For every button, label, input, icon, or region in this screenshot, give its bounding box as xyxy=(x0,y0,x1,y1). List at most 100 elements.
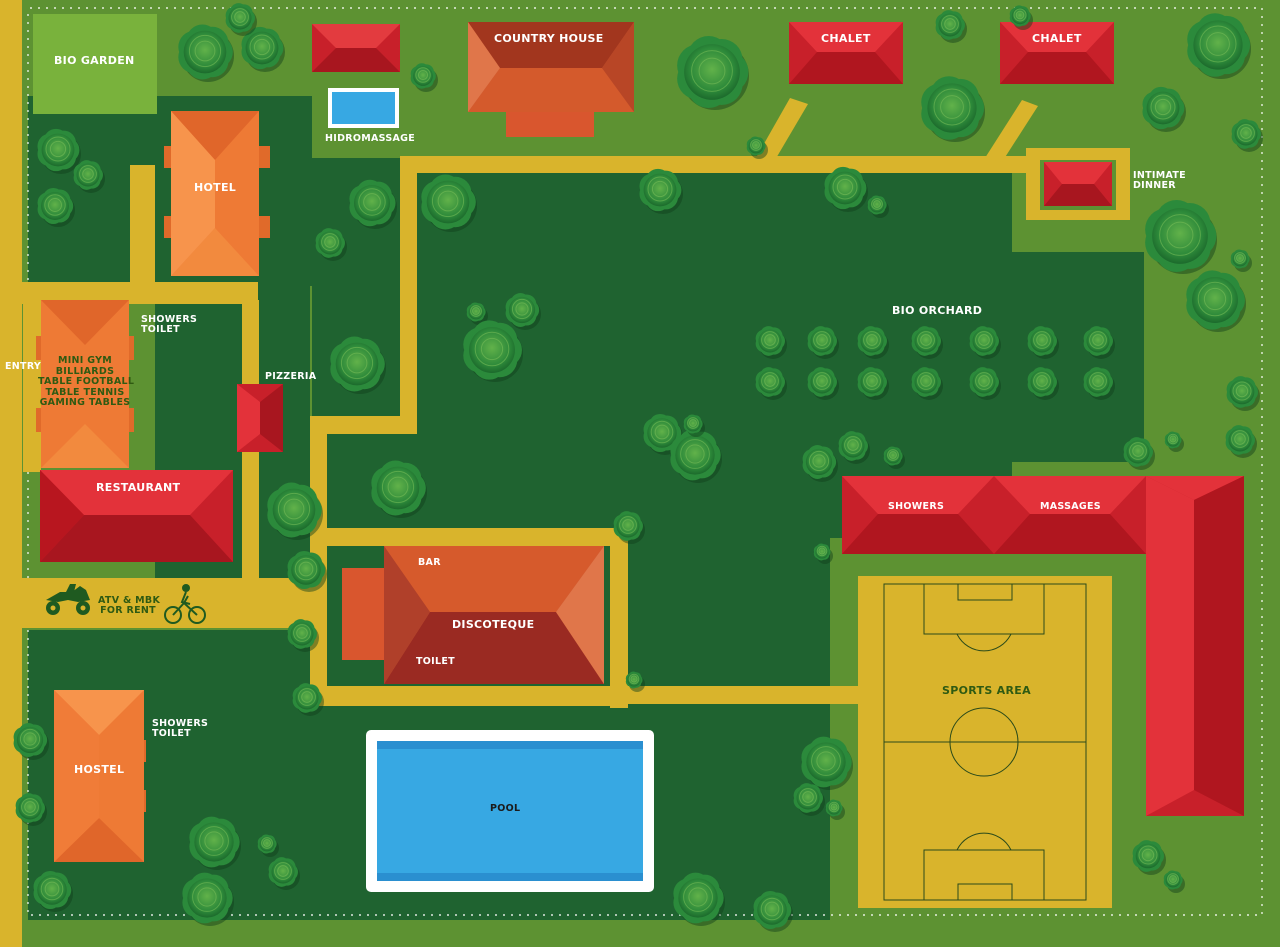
tree xyxy=(911,367,943,400)
tree xyxy=(15,793,47,826)
tree xyxy=(1186,270,1246,332)
atv-quad-icon xyxy=(46,584,90,615)
tree xyxy=(921,76,985,142)
tree xyxy=(857,326,889,359)
label-sports-area: SPORTS AREA xyxy=(942,684,1031,697)
tree xyxy=(813,543,833,564)
tree xyxy=(505,293,541,330)
tree xyxy=(1027,326,1059,359)
label-hostel: HOSTEL xyxy=(74,763,125,776)
tree xyxy=(267,482,323,540)
label-toilet: TOILET xyxy=(416,656,455,667)
tree xyxy=(410,63,438,92)
hostel-building xyxy=(54,690,146,862)
trees xyxy=(13,3,1263,932)
tree xyxy=(883,446,905,469)
tree xyxy=(838,431,870,464)
tree xyxy=(189,816,241,870)
tree xyxy=(463,320,523,382)
storage-building xyxy=(312,24,400,72)
label-bio-orchard: BIO ORCHARD xyxy=(892,304,983,317)
bio-garden-plot xyxy=(33,14,157,114)
tree xyxy=(1226,376,1260,411)
tree xyxy=(33,870,73,912)
tree xyxy=(225,3,257,36)
tree xyxy=(349,179,397,229)
hidromassage-tub xyxy=(328,88,399,128)
tree xyxy=(371,460,427,518)
tree xyxy=(793,783,825,816)
tree xyxy=(625,671,645,692)
tree xyxy=(683,414,705,437)
tree xyxy=(1142,86,1186,132)
label-chalet-2: CHALET xyxy=(1032,32,1082,45)
tree xyxy=(241,26,285,72)
tree xyxy=(37,128,81,174)
tree xyxy=(1164,431,1184,452)
tree xyxy=(73,160,105,193)
property-fence xyxy=(24,7,1263,916)
tree xyxy=(178,24,234,82)
label-recreation-room: MINI GYM BILLIARDS TABLE FOOTBALL TABLE … xyxy=(38,355,135,408)
tree xyxy=(257,834,279,857)
recreation-building xyxy=(36,300,134,468)
tree xyxy=(807,367,839,400)
tree xyxy=(673,872,725,926)
label-bar: BAR xyxy=(418,557,441,568)
tree xyxy=(857,367,889,400)
tree xyxy=(13,723,49,760)
buildings xyxy=(36,22,1244,862)
tree xyxy=(1027,367,1059,400)
spa-building xyxy=(842,476,1244,816)
tree xyxy=(802,445,838,482)
tree xyxy=(421,174,477,232)
tree xyxy=(1009,5,1033,30)
tree xyxy=(315,228,347,261)
label-hotel: HOTEL xyxy=(194,181,237,194)
tree xyxy=(677,36,749,110)
tree xyxy=(969,367,1001,400)
tree xyxy=(807,326,839,359)
tree xyxy=(287,619,319,652)
tree xyxy=(867,195,889,218)
tree xyxy=(268,857,300,890)
label-bio-garden: BIO GARDEN xyxy=(54,54,135,67)
mountain-bike-icon xyxy=(164,584,206,624)
tree xyxy=(1225,425,1257,458)
tree xyxy=(613,511,645,544)
tree xyxy=(753,890,793,932)
tree xyxy=(639,168,683,214)
tree xyxy=(1132,840,1166,875)
tree xyxy=(755,367,787,400)
tree xyxy=(1230,249,1252,272)
tree xyxy=(1083,326,1115,359)
chalet-building-2 xyxy=(1000,22,1114,84)
label-massages: MASSAGES xyxy=(1040,501,1101,512)
tree xyxy=(801,736,853,790)
pizzeria-building xyxy=(237,384,283,452)
label-entry: ENTRY xyxy=(5,361,42,372)
tree xyxy=(1083,367,1115,400)
sports-field xyxy=(883,583,1087,901)
tree xyxy=(935,10,967,43)
tree xyxy=(1231,119,1263,152)
label-showers-toilet-2: SHOWERS TOILET xyxy=(152,718,209,739)
pool-area xyxy=(366,730,654,892)
tree xyxy=(1163,870,1185,893)
intimate-dinner-building xyxy=(1044,162,1112,206)
tree xyxy=(670,429,722,483)
tree xyxy=(1123,437,1155,470)
restaurant-building xyxy=(40,470,233,562)
label-hidromassage: HIDROMASSAGE xyxy=(325,133,416,144)
label-atv-rent: ATV & MBK FOR RENT xyxy=(98,595,161,616)
label-restaurant: RESTAURANT xyxy=(96,481,181,494)
tree xyxy=(969,326,1001,359)
label-showers-block: SHOWERS xyxy=(888,501,945,512)
tree xyxy=(911,326,943,359)
tree xyxy=(1187,13,1251,79)
tree xyxy=(466,302,488,325)
tree xyxy=(292,683,324,716)
label-showers-toilet-1: SHOWERS TOILET xyxy=(141,314,198,335)
